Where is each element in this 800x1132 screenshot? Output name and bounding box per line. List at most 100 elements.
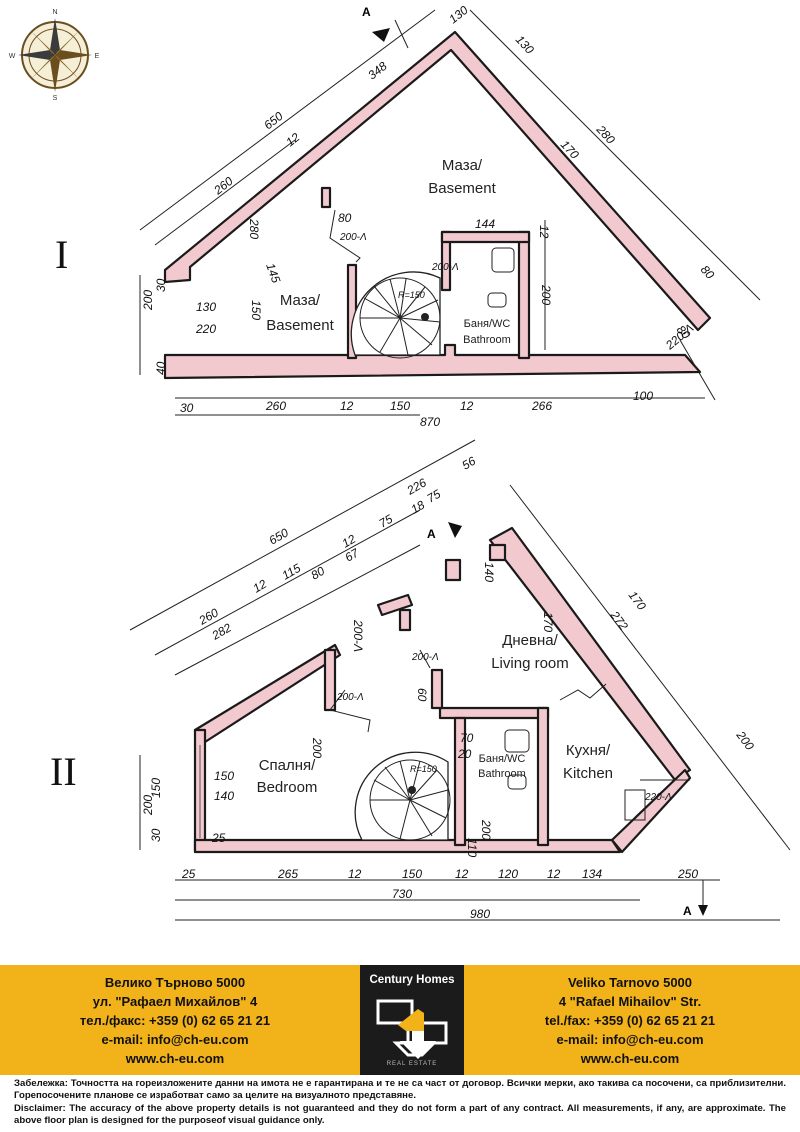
svg-text:150: 150 <box>390 399 410 413</box>
svg-text:260: 260 <box>265 399 286 413</box>
section-arrow-icon <box>372 28 390 42</box>
svg-text:200-Λ: 200-Λ <box>411 652 439 663</box>
svg-text:12: 12 <box>547 867 561 881</box>
svg-text:200-Λ: 200-Λ <box>339 232 367 243</box>
logo-name: Century Homes <box>369 974 455 986</box>
toilet-icon <box>491 247 515 273</box>
disclaimer-bg: Забележка: Точността на гореизложените д… <box>14 1078 786 1101</box>
sink-icon <box>487 292 507 308</box>
svg-text:200-Λ: 200-Λ <box>336 692 364 703</box>
svg-text:25: 25 <box>211 831 226 845</box>
svg-text:12: 12 <box>340 532 359 551</box>
svg-text:220: 220 <box>195 322 216 336</box>
svg-text:40: 40 <box>154 361 168 375</box>
svg-text:650: 650 <box>261 109 286 133</box>
svg-text:R=150: R=150 <box>398 290 425 300</box>
svg-text:120: 120 <box>498 867 518 881</box>
room-label-bedroom: Спалня/ <box>259 757 316 774</box>
svg-text:200: 200 <box>141 290 155 311</box>
svg-text:130: 130 <box>513 32 537 56</box>
svg-text:280: 280 <box>593 122 618 147</box>
svg-text:80: 80 <box>338 211 352 225</box>
disclaimer: Забележка: Точността на гореизложените д… <box>14 1078 786 1128</box>
dimension-lines <box>139 9 761 416</box>
room-label-kitchen: Kitchen <box>563 765 613 782</box>
svg-text:134: 134 <box>582 867 602 881</box>
svg-text:200: 200 <box>141 795 155 816</box>
stove-icon <box>624 789 646 821</box>
svg-text:30: 30 <box>149 828 163 842</box>
svg-text:80: 80 <box>309 564 328 583</box>
website-link[interactable]: www.ch-eu.com <box>580 1051 680 1066</box>
floor-number: II <box>50 749 77 794</box>
section-arrow-icon <box>698 905 708 916</box>
address-street: ул. "Рафаел Михайлов" 4 <box>92 994 258 1009</box>
phone: tel./fax: +359 (0) 62 65 21 21 <box>544 1013 716 1028</box>
compass-s-label: S <box>53 95 58 102</box>
svg-text:18: 18 <box>409 498 428 517</box>
svg-text:250: 250 <box>677 867 698 881</box>
svg-text:75: 75 <box>425 487 444 506</box>
room-label-kitchen: Кухня/ <box>566 742 611 759</box>
room-label-bedroom: Bedroom <box>257 779 318 796</box>
svg-text:200-Λ: 200-Λ <box>431 262 459 273</box>
svg-text:130: 130 <box>196 300 216 314</box>
disclaimer-en: Disclaimer: The accuracy of the above pr… <box>14 1103 786 1126</box>
spiral-staircase: R=150 <box>350 271 441 359</box>
room-label-living-room: Living room <box>491 655 569 672</box>
svg-text:25: 25 <box>181 867 196 881</box>
compass-rose-icon: N E S W <box>9 9 100 102</box>
svg-text:100: 100 <box>633 389 653 403</box>
room-label-basement-2: Basement <box>266 317 334 334</box>
compass-w-label: W <box>9 53 16 60</box>
section-arrow-icon <box>448 522 462 538</box>
compass-e-label: E <box>95 53 100 60</box>
svg-text:200: 200 <box>479 819 493 840</box>
section-marker: A <box>683 904 692 918</box>
svg-text:12: 12 <box>348 867 362 881</box>
walls <box>163 30 712 380</box>
svg-text:650: 650 <box>267 525 292 547</box>
svg-text:12: 12 <box>340 399 354 413</box>
address-street: 4 "Rafael Mihailov" Str. <box>558 994 702 1009</box>
room-label-bathroom: Bathroom <box>463 334 511 346</box>
section-marker: A <box>362 5 371 19</box>
svg-text:170: 170 <box>626 588 649 613</box>
svg-text:200: 200 <box>733 728 757 753</box>
svg-text:140: 140 <box>482 562 496 582</box>
toilet-icon <box>504 729 530 753</box>
svg-text:200: 200 <box>310 737 324 758</box>
contact-block-en: Veliko Tarnovo 5000 4 "Rafael Mihailov" … <box>485 973 775 1068</box>
svg-text:150: 150 <box>214 769 234 783</box>
room-label-bathroom: Баня/WC <box>464 318 511 330</box>
svg-text:170: 170 <box>541 612 555 632</box>
room-label-bathroom: Bathroom <box>478 768 526 780</box>
svg-text:265: 265 <box>277 867 298 881</box>
svg-text:200: 200 <box>539 284 553 305</box>
room-label-basement: Basement <box>428 180 496 197</box>
website-link[interactable]: www.ch-eu.com <box>125 1051 225 1066</box>
svg-text:272: 272 <box>607 608 631 633</box>
floor-plan-1: I A <box>55 3 761 429</box>
room-label-living-room: Дневна/ <box>502 632 558 649</box>
room-label-bathroom: Баня/WC <box>479 753 526 765</box>
svg-text:130: 130 <box>446 3 471 27</box>
address-city: Veliko Tarnovo 5000 <box>567 975 693 990</box>
footer-bar: Велико Търново 5000 ул. "Рафаел Михайлов… <box>0 965 800 1075</box>
email-link[interactable]: e-mail: info@ch-eu.com <box>101 1032 249 1047</box>
svg-text:56: 56 <box>460 454 479 473</box>
svg-text:30: 30 <box>180 401 194 415</box>
svg-text:870: 870 <box>420 415 440 429</box>
svg-text:348: 348 <box>365 59 390 83</box>
century-homes-logo: Century Homes REAL ESTATE <box>360 965 464 1075</box>
email-link[interactable]: e-mail: info@ch-eu.com <box>556 1032 704 1047</box>
svg-text:12: 12 <box>455 867 469 881</box>
svg-text:200-Λ: 200-Λ <box>351 619 365 652</box>
house-arrow-icon <box>376 999 448 1059</box>
svg-text:220-Λ: 220-Λ <box>644 792 672 803</box>
svg-text:12: 12 <box>460 399 474 413</box>
svg-text:150: 150 <box>149 778 163 798</box>
floor-plans: N E S W I A <box>9 3 791 921</box>
room-label-basement-2: Маза/ <box>280 292 321 309</box>
section-marker: A <box>427 527 436 541</box>
